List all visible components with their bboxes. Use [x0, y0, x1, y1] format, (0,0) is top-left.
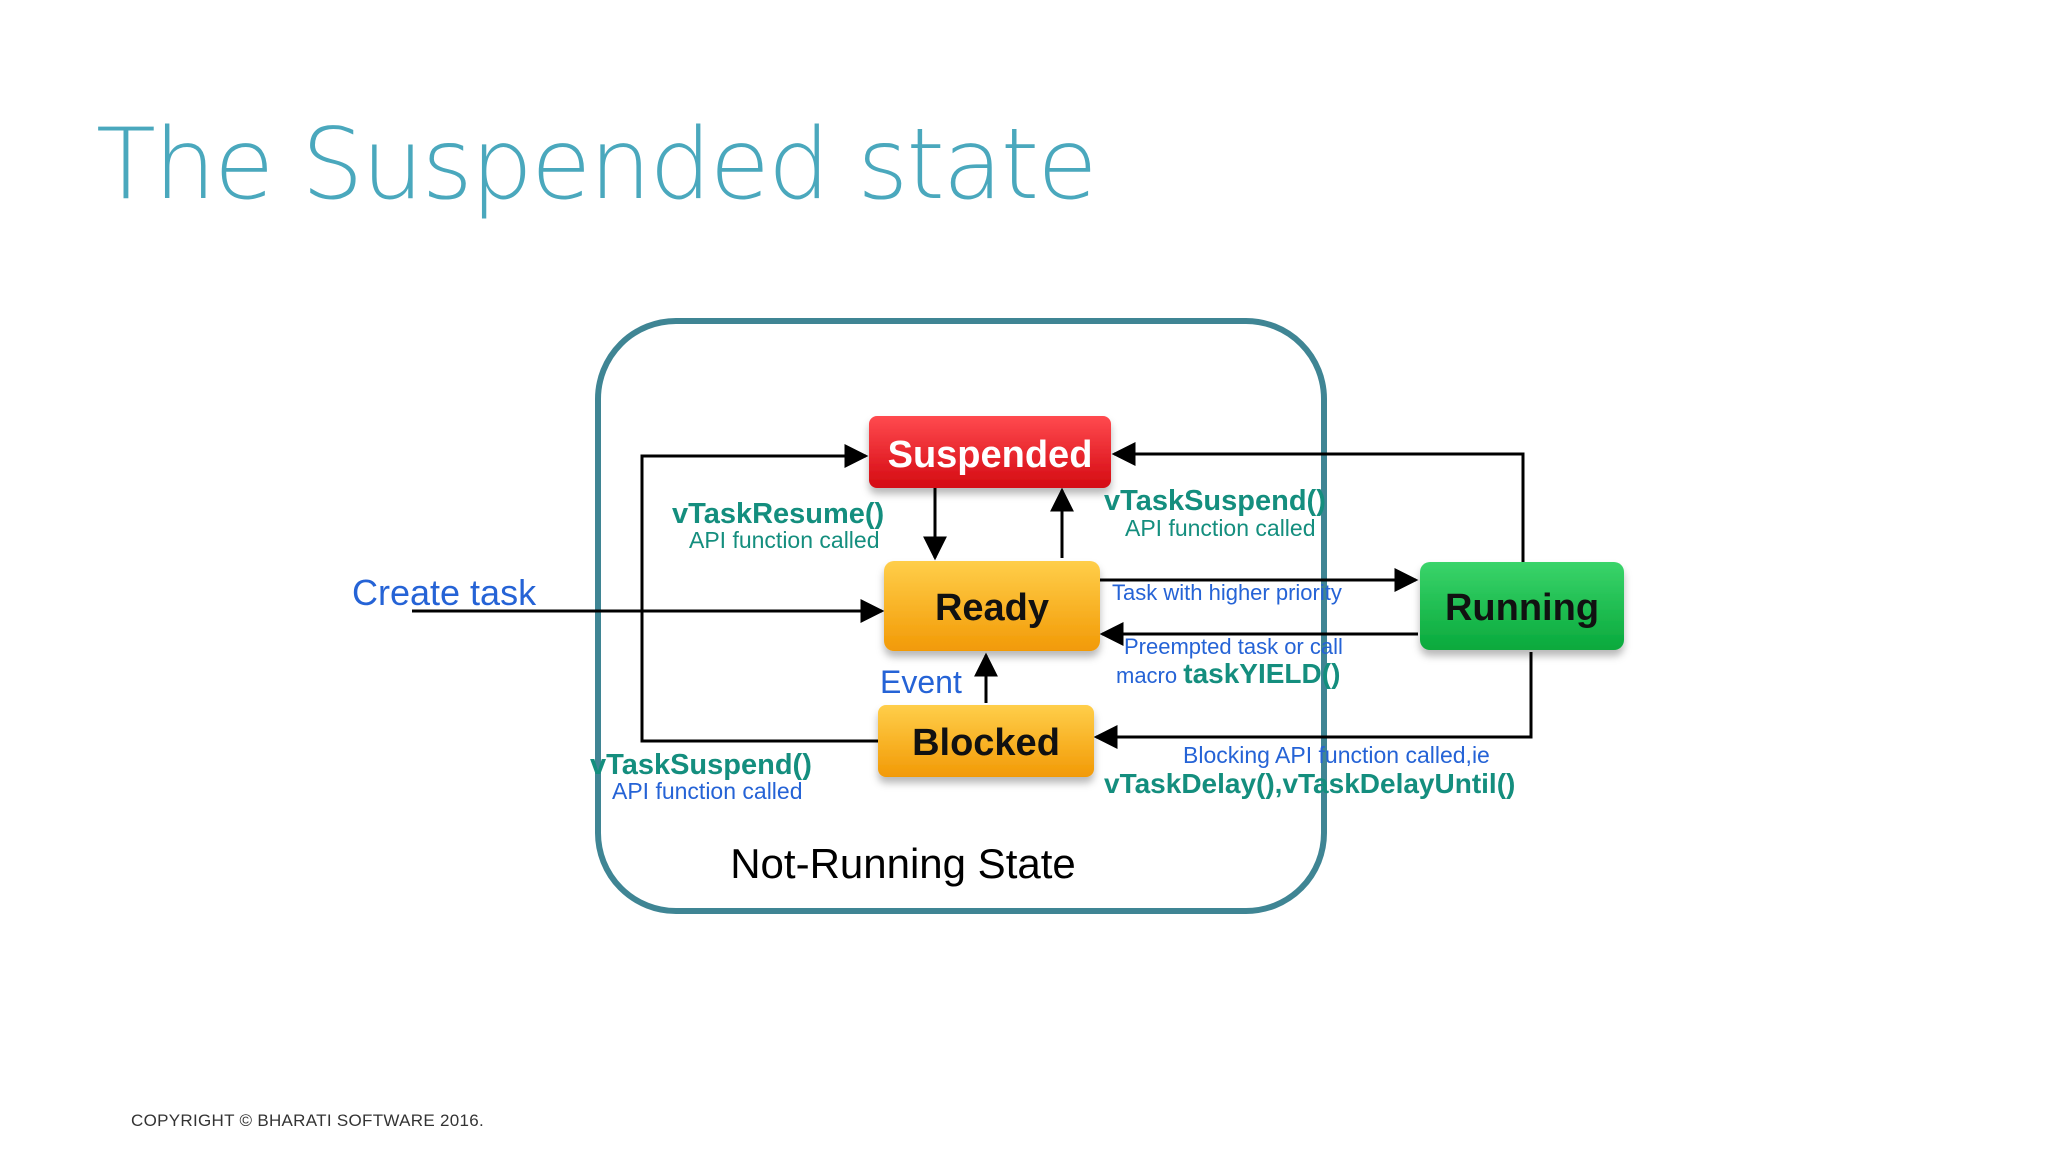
- not-running-group-border: [595, 318, 1327, 914]
- state-running-label: Running: [1445, 587, 1599, 629]
- resume-note: API function called: [689, 527, 880, 553]
- state-running: Running: [1420, 562, 1624, 650]
- resume-func: vTaskResume(): [672, 498, 884, 530]
- arrow-running-to-suspended: [1111, 442, 1525, 562]
- state-ready: Ready: [884, 561, 1100, 651]
- blocking-line2: vTaskDelay(),vTaskDelayUntil(): [1104, 768, 1515, 799]
- suspend-ready-note: API function called: [1125, 515, 1316, 541]
- event-label: Event: [880, 664, 962, 700]
- create-task-label: Create task: [352, 572, 537, 613]
- not-running-label: Not-Running State: [730, 840, 1076, 887]
- copyright-footer: COPYRIGHT © BHARATI SOFTWARE 2016.: [131, 1111, 485, 1130]
- preempted-func: taskYIELD(): [1183, 658, 1340, 689]
- preempted-prefix: macro: [1116, 663, 1183, 688]
- arrow-blocked-to-suspended: [640, 444, 878, 743]
- state-ready-label: Ready: [935, 587, 1049, 629]
- state-suspended: Suspended: [869, 416, 1111, 488]
- slide-title: The Suspended state: [96, 108, 1098, 222]
- suspend-ready-func: vTaskSuspend(): [1104, 485, 1326, 517]
- connectors: [412, 442, 1533, 749]
- arrow-running-to-blocked: [1093, 652, 1533, 749]
- preempted-line2: macro taskYIELD(): [1116, 658, 1340, 689]
- blocking-line1: Blocking API function called,ie: [1183, 742, 1490, 768]
- suspend-blocked-note: API function called: [612, 778, 803, 804]
- higher-priority-label: Task with higher priority: [1112, 580, 1342, 605]
- state-blocked: Blocked: [878, 705, 1094, 777]
- state-blocked-label: Blocked: [912, 722, 1060, 764]
- suspend-blocked-func: vTaskSuspend(): [590, 749, 812, 781]
- preempted-line1: Preempted task or call: [1124, 634, 1343, 659]
- state-suspended-label: Suspended: [888, 434, 1093, 476]
